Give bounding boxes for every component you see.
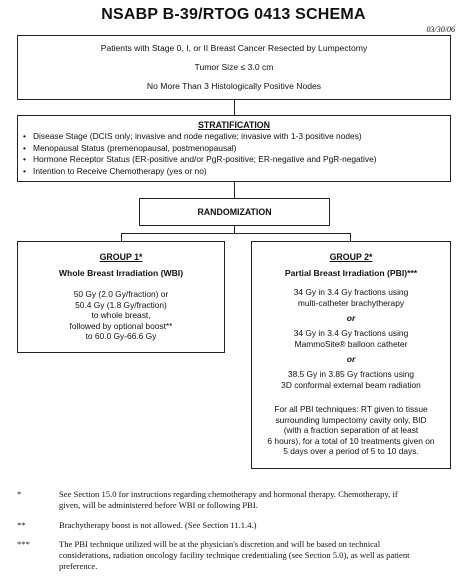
group-1-line: 50.4 Gy (1.8 Gy/fraction) xyxy=(75,299,167,310)
group-2-heading: GROUP 2* xyxy=(329,252,373,262)
footnote: ** Brachytherapy boost is not allowed. (… xyxy=(17,520,457,532)
footnote-marker: * xyxy=(17,489,22,499)
pbi-note-line: 5 days over a period of 5 to 10 days. xyxy=(283,446,419,457)
group-1-heading: GROUP 1* xyxy=(99,252,143,262)
group-1-line: followed by optional boost** xyxy=(69,320,173,331)
connector-line xyxy=(234,182,235,198)
randomization-label: RANDOMIZATION xyxy=(197,207,272,217)
or-separator: or xyxy=(346,313,356,323)
footnote-line: The PBI technique utilized will be at th… xyxy=(59,539,381,549)
stratification-item: Hormone Receptor Status (ER-positive and… xyxy=(23,154,377,166)
stratification-heading: STRATIFICATION xyxy=(198,120,270,130)
pbi-note-line: surrounding lumpectomy cavity only, BID xyxy=(275,414,427,425)
pbi-option-line: multi-catheter brachytherapy xyxy=(297,297,405,308)
connector-line xyxy=(234,226,235,233)
schema-title: NSABP B-39/RTOG 0413 SCHEMA xyxy=(101,6,366,23)
footnote-line: preference. xyxy=(59,561,98,571)
group-1-subheading: Whole Breast Irradiation (WBI) xyxy=(58,268,184,278)
footnote: *** The PBI technique utilized will be a… xyxy=(17,539,457,575)
eligibility-line: Patients with Stage 0, I, or II Breast C… xyxy=(100,43,368,53)
pbi-option-line: 34 Gy in 3.4 Gy fractions using xyxy=(293,287,409,297)
eligibility-line: Tumor Size ≤ 3.0 cm xyxy=(194,62,274,72)
stratification-list: Disease Stage (DCIS only; invasive and n… xyxy=(18,131,377,177)
footnote-line: considerations, radiation oncology facil… xyxy=(59,550,410,560)
group-2-subheading: Partial Breast Irradiation (PBI)*** xyxy=(284,268,418,278)
or-separator: or xyxy=(346,354,356,364)
schema-date: 03/30/06 xyxy=(426,25,455,34)
pbi-note-line: 6 hours), for a total of 10 treatments g… xyxy=(267,435,435,446)
pbi-note-line: (with a fraction separation of at least xyxy=(283,425,419,436)
pbi-note-line: For all PBI techniques: RT given to tiss… xyxy=(274,404,428,414)
group-1-line: to whole breast, xyxy=(91,310,151,321)
connector-line xyxy=(121,233,122,241)
stratification-item: Intention to Receive Chemotherapy (yes o… xyxy=(23,166,377,178)
pbi-option-line: MammoSite® balloon catheter xyxy=(294,338,408,349)
footnote-marker: *** xyxy=(17,539,30,549)
stratification-box: STRATIFICATION Disease Stage (DCIS only;… xyxy=(17,115,451,182)
stratification-item: Menopausal Status (premenopausal, postme… xyxy=(23,143,377,155)
footnote-marker: ** xyxy=(17,520,26,530)
pbi-option-line: 34 Gy in 3.4 Gy fractions using xyxy=(293,328,409,338)
group-1-line: 50 Gy (2.0 Gy/fraction) or xyxy=(73,289,169,299)
randomization-box: RANDOMIZATION xyxy=(139,198,330,226)
branch-line xyxy=(121,233,351,234)
footnote-line: See Section 15.0 for instructions regard… xyxy=(59,489,398,499)
connector-line xyxy=(234,100,235,115)
eligibility-box: Patients with Stage 0, I, or II Breast C… xyxy=(17,35,451,100)
group-1-line: to 60.0 Gy-66.6 Gy xyxy=(85,331,157,342)
footnote-line: given, will be administered before WBI o… xyxy=(59,500,258,510)
footnote-line: Brachytherapy boost is not allowed. (See… xyxy=(59,520,257,530)
group-1-box: GROUP 1* Whole Breast Irradiation (WBI) … xyxy=(17,241,225,353)
footnote: * See Section 15.0 for instructions rega… xyxy=(17,489,457,513)
pbi-option-line: 38.5 Gy in 3.85 Gy fractions using xyxy=(287,369,415,379)
stratification-item: Disease Stage (DCIS only; invasive and n… xyxy=(23,131,377,143)
connector-line xyxy=(350,233,351,241)
eligibility-line: No More Than 3 Histologically Positive N… xyxy=(146,81,322,91)
pbi-option-line: 3D conformal external beam radiation xyxy=(281,379,421,390)
group-2-box: GROUP 2* Partial Breast Irradiation (PBI… xyxy=(251,241,451,469)
